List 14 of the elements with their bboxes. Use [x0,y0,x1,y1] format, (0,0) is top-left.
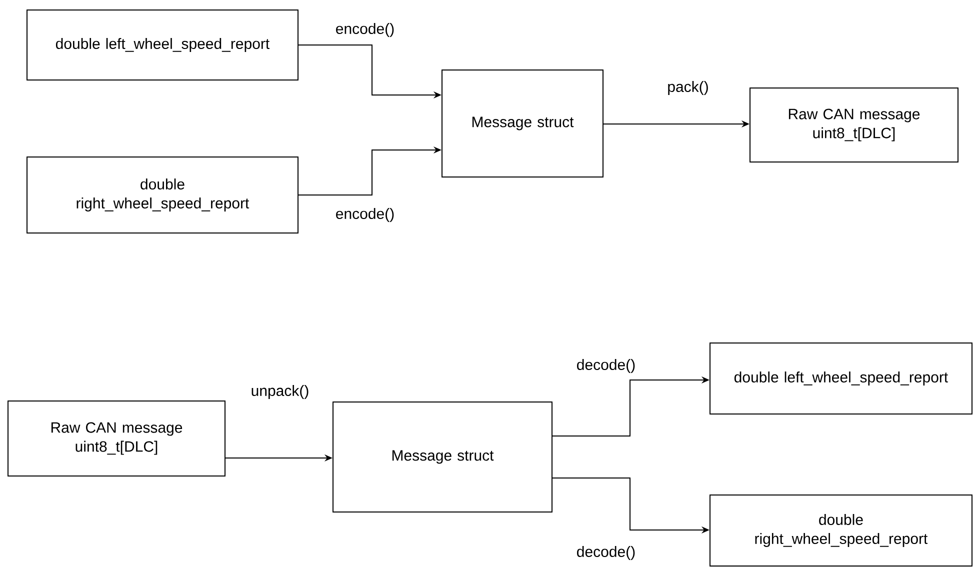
process-box: Message struct [442,70,604,178]
edge-label: encode() [334,207,396,223]
process-box: double left_wheel_speed_report [710,342,972,414]
process-box: double right_wheel_speed_report [710,494,972,566]
process-box: Raw CAN message uint8_t[DLC] [8,400,226,476]
edge-label: decode() [575,358,637,374]
process-box: double right_wheel_speed_report [26,156,298,234]
process-box: Raw CAN message uint8_t[DLC] [750,88,958,162]
edge-label: unpack() [250,384,310,400]
edge-label: encode() [334,22,396,38]
edge-label: pack() [666,80,710,96]
process-box: Message struct [332,402,552,512]
process-box: double left_wheel_speed_report [26,10,298,80]
edge-label: decode() [575,545,637,561]
